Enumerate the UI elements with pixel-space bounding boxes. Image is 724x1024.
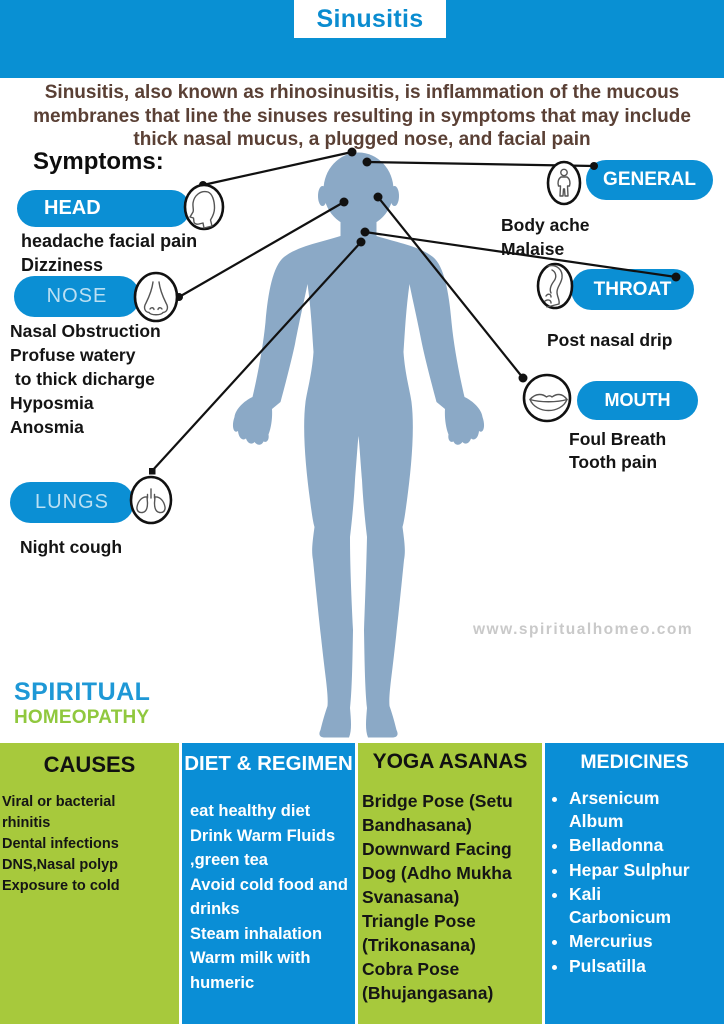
medicines-list: Arsenicum AlbumBelladonnaHepar SulphurKa…: [545, 787, 724, 977]
yoga-items: Bridge Pose (Setu Bandhasana) Downward F…: [362, 791, 513, 1003]
diet-items: eat healthy diet Drink Warm Fluids ,gree…: [190, 802, 348, 992]
pill-mouth: MOUTH: [577, 381, 698, 420]
throat-icon: [544, 264, 563, 308]
brand-line1: SPIRITUAL: [14, 678, 151, 706]
mouth-icon: [529, 393, 568, 412]
yoga-header: YOGA ASANAS: [372, 750, 528, 773]
medicine-item: Arsenicum Album: [569, 787, 697, 832]
pill-nose-label: NOSE: [46, 285, 108, 307]
lungs-symptoms: Night cough: [20, 537, 123, 557]
pill-lungs: LUNGS: [10, 482, 134, 523]
nose-symptoms: Nasal Obstruction Profuse watery to thic…: [10, 321, 161, 437]
general-symptoms: Body ache Malaise: [501, 215, 590, 259]
pill-throat-label: THROAT: [593, 278, 672, 300]
brand-logo: SPIRITUAL HOMEOPATHY: [14, 678, 151, 728]
pill-lungs-label: LUNGS: [35, 491, 109, 513]
medicine-item: Pulsatilla: [569, 955, 697, 978]
diet-header: DIET & REGIMEN: [184, 752, 353, 775]
throat-symptoms: Post nasal drip: [547, 330, 673, 350]
brand-line2: HOMEOPATHY: [14, 707, 150, 728]
causes-items: Viral or bacterial rhinitis Dental infec…: [2, 794, 120, 894]
pill-head-label: HEAD: [44, 197, 101, 219]
page-title: Sinusitis: [316, 4, 424, 33]
medicines-header: MEDICINES: [580, 751, 689, 773]
head-icon: [189, 190, 216, 229]
section-yoga: YOGA ASANAS Bridge Pose (Setu Bandhasana…: [358, 743, 542, 1024]
head-symptoms: headache facial pain Dizziness: [21, 231, 198, 275]
section-medicines: MEDICINES Arsenicum AlbumBelladonnaHepar…: [545, 743, 724, 1024]
lungs-icon: [136, 488, 166, 514]
nose-line: [178, 201, 345, 298]
symptoms-heading: Symptoms:: [33, 148, 164, 175]
intro-text: Sinusitis, also known as rhinosinusitis,…: [33, 82, 691, 150]
causes-header: CAUSES: [43, 752, 136, 777]
medicine-item: Hepar Sulphur: [569, 859, 697, 882]
medicine-item: Mercurius: [569, 930, 697, 953]
pill-head: HEAD: [17, 190, 190, 227]
pill-mouth-label: MOUTH: [604, 390, 671, 410]
section-diet: DIET & REGIMEN eat healthy diet Drink Wa…: [182, 743, 355, 1024]
medicine-item: Belladonna: [569, 834, 697, 857]
nose-icon: [143, 281, 169, 316]
info-columns: CAUSES Viral or bacterial rhinitis Denta…: [0, 743, 724, 1024]
pill-throat: THROAT: [571, 269, 694, 310]
general-line: [366, 160, 595, 168]
mouth-symptoms: Foul Breath Tooth pain: [569, 429, 667, 472]
medicine-item: Kali Carbonicum: [569, 883, 697, 928]
pill-nose: NOSE: [14, 276, 140, 317]
head-line: [202, 150, 353, 187]
pill-general: GENERAL: [586, 160, 713, 200]
section-causes: CAUSES Viral or bacterial rhinitis Denta…: [0, 743, 179, 1024]
watermark: www.spiritualhomeo.com: [473, 621, 694, 638]
pill-general-label: GENERAL: [603, 169, 696, 190]
title-box: Sinusitis: [294, 0, 446, 38]
body-icon: [557, 168, 571, 197]
